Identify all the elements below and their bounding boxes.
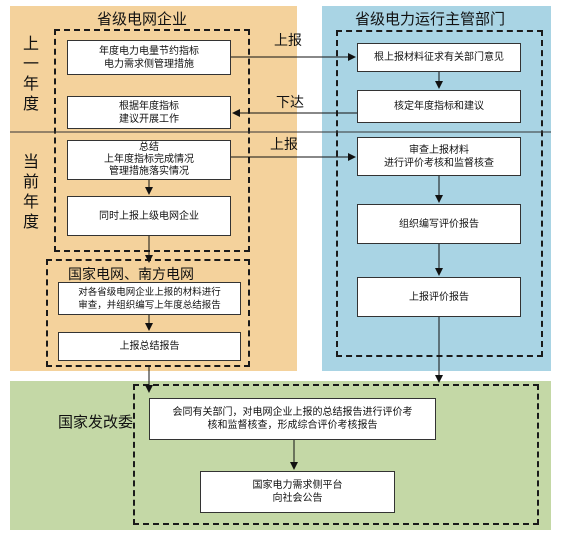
arrow-label-issue: 下达 <box>276 95 304 111</box>
enterprise-step-implement: 根据年度指标 建议开展工作 <box>67 96 231 129</box>
authority-title: 省级电力运行主管部门 <box>355 10 506 28</box>
ndrc-title: 国家发改委 <box>58 413 134 431</box>
ndrc-step-evaluate: 会同有关部门，对电网企业上报的总结报告进行评价考 核和监督核查，形成综合评价考核… <box>149 398 436 440</box>
grid-step-review: 对各省级电网企业上报的材料进行 审查，并组织编写上年度总结报告 <box>58 282 241 315</box>
current-year-label: 当 前 年 度 <box>23 152 40 231</box>
authority-step-approve: 核定年度指标和建议 <box>357 90 521 123</box>
enterprise-step-indicators: 年度电力电量节约指标 电力需求侧管理措施 <box>67 40 231 75</box>
authority-step-write-report: 组织编写评价报告 <box>357 204 521 244</box>
arrow-label-report-1: 上报 <box>274 33 302 49</box>
enterprise-title: 省级电网企业 <box>97 10 188 28</box>
authority-step-submit-report: 上报评价报告 <box>357 277 521 317</box>
authority-step-consult: 根上报材料征求有关部门意见 <box>357 43 521 72</box>
previous-year-label: 上 一 年 度 <box>23 34 40 113</box>
arrow-label-report-2: 上报 <box>270 137 298 153</box>
grid-group-title: 国家电网、南方电网 <box>68 267 194 283</box>
ndrc-dashed-group <box>133 384 539 525</box>
enterprise-dashed-group <box>54 29 250 252</box>
authority-step-evaluate: 审查上报材料 进行评价考核和监督核查 <box>357 137 521 176</box>
grid-step-submit-summary: 上报总结报告 <box>58 332 241 361</box>
enterprise-step-summary: 总结 上年度指标完成情况 管理措施落实情况 <box>67 140 231 180</box>
enterprise-step-report-upper: 同时上报上级电网企业 <box>67 196 231 236</box>
ndrc-step-announce: 国家电力需求侧平台 向社会公告 <box>200 471 395 513</box>
